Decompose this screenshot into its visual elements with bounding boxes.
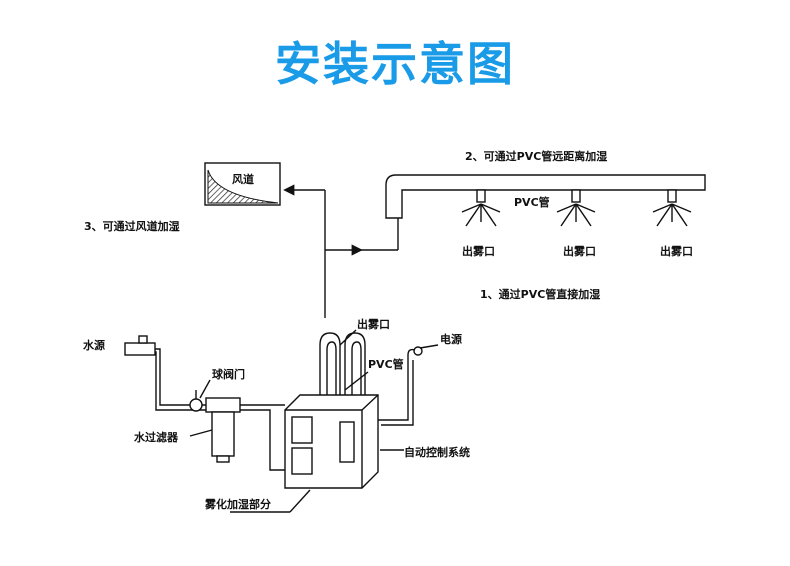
pvc-top-label: PVC管	[514, 195, 550, 209]
nozzle-1	[461, 189, 501, 227]
pvc-pipe-label: PVC管	[368, 357, 404, 371]
nozzle-3	[652, 189, 692, 227]
outlet-label-1: 出雾口	[462, 244, 495, 258]
option3-label: 3、可通过风道加湿	[84, 219, 180, 233]
water-filter-label: 水过滤器	[134, 430, 179, 444]
option1-label: 1、通过PVC管直接加湿	[480, 287, 600, 301]
outlet-label-3: 出雾口	[660, 244, 693, 258]
atomizer-label: 雾化加湿部分	[204, 497, 271, 511]
duct-label: 风道	[232, 172, 254, 186]
ball-valve-label: 球阀门	[212, 367, 245, 381]
humidifier-unit	[284, 332, 379, 489]
nozzle-2	[556, 189, 596, 227]
water-source-label: 水源	[83, 338, 105, 352]
pvc-pipe-long	[385, 174, 706, 219]
water-filter	[205, 397, 241, 463]
option2-label: 2、可通过PVC管远距离加湿	[465, 149, 607, 163]
supply-lines	[283, 184, 399, 318]
page-title: 安装示意图	[275, 37, 515, 91]
power-label: 电源	[440, 332, 462, 346]
ball-valve	[189, 390, 203, 412]
water-source	[124, 335, 285, 471]
air-duct: 风道	[204, 162, 281, 206]
outlet-label-2: 出雾口	[563, 244, 596, 258]
mist-outlet-label: 出雾口	[357, 317, 390, 331]
auto-control-label: 自动控制系统	[404, 445, 470, 459]
power-line	[378, 346, 423, 426]
